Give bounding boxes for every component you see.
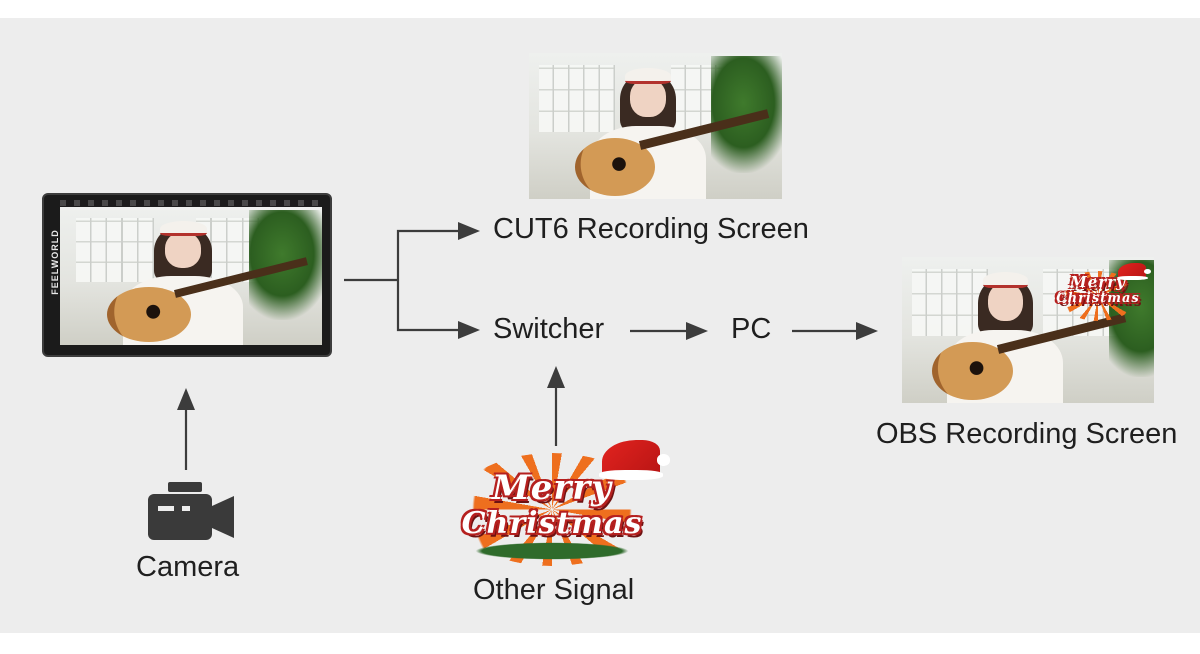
obs-recording-image: Merry Christmas xyxy=(902,257,1154,403)
monitor-screen-image xyxy=(60,207,322,345)
arrowhead-cut6 xyxy=(458,222,480,240)
cut6-recording-label: CUT6 Recording Screen xyxy=(493,213,809,245)
xmas-line1: Merry xyxy=(492,468,612,508)
other-signal-xmas-graphic: Merry Christmas xyxy=(440,440,671,566)
xmas-line2: Christmas xyxy=(461,506,643,541)
santa-hat-icon xyxy=(598,440,671,480)
monitor-brand-text: FEELWORLD xyxy=(49,229,60,295)
cut6-recording-image xyxy=(529,53,782,199)
camera-label: Camera xyxy=(136,551,240,583)
arrowhead-switcher xyxy=(458,321,480,339)
switcher-label: Switcher xyxy=(493,313,605,345)
arrow-monitor-split xyxy=(344,229,460,332)
arrowhead-up-monitor xyxy=(177,388,195,410)
monitor-osd-bar xyxy=(60,200,322,206)
obs-xmas-overlay: Merry Christmas xyxy=(1052,263,1151,321)
feelworld-monitor: FEELWORLD xyxy=(42,193,332,357)
arrowhead-up-switcher xyxy=(547,366,565,388)
obs-xmas-line2: Christmas xyxy=(1056,291,1140,306)
obs-recording-label: OBS Recording Screen xyxy=(876,418,1178,450)
arrowhead-obs xyxy=(856,322,878,340)
video-camera-icon xyxy=(148,482,234,540)
santa-hat-icon xyxy=(1116,263,1151,281)
arrowhead-pc xyxy=(686,322,708,340)
other-signal-label: Other Signal xyxy=(473,574,635,606)
pc-label: PC xyxy=(731,313,772,345)
obs-xmas-line1: Merry xyxy=(1070,273,1126,291)
